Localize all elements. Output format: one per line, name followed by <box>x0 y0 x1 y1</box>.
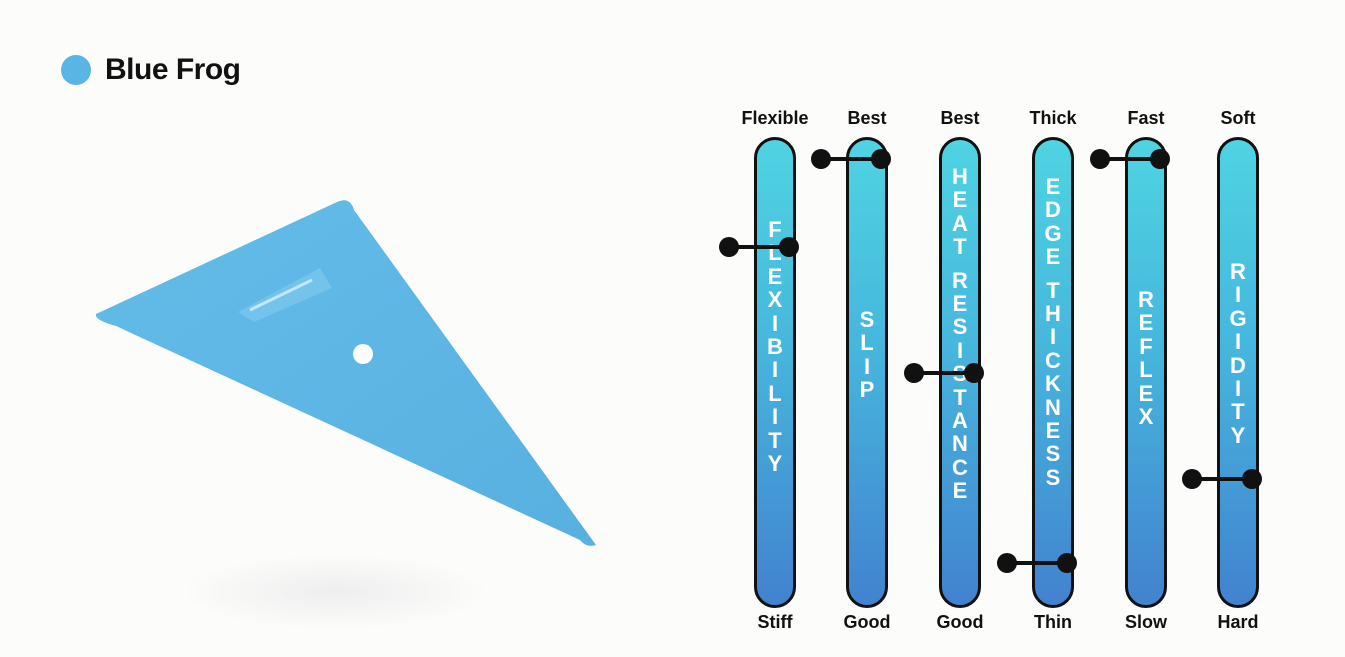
gauge-bottom-label: Stiff <box>757 612 793 632</box>
gauge-level-marker <box>997 553 1077 574</box>
product-title: Blue Frog <box>61 53 241 87</box>
gauge-level-marker <box>904 362 984 383</box>
gauge-level-marker <box>1090 148 1170 169</box>
marker-dot-right <box>1242 469 1262 490</box>
gauge-top-label: Fast <box>1127 108 1165 128</box>
tool-bevel-glint <box>249 278 313 312</box>
gauge-bottom-label: Good <box>936 612 984 632</box>
marker-line <box>729 244 789 249</box>
marker-line <box>1192 477 1252 482</box>
gauge-top-label: Thick <box>1029 108 1077 128</box>
color-dot <box>61 55 91 85</box>
gauge-bottom-label: Hard <box>1217 612 1259 632</box>
marker-dot-right <box>871 148 891 169</box>
gauge-bottom-label: Slow <box>1124 612 1167 632</box>
tool-body <box>95 200 597 546</box>
gauge-bottom-label: Thin <box>1034 612 1072 632</box>
tool-shadow <box>180 554 490 630</box>
marker-line <box>1100 156 1160 161</box>
marker-dot-right <box>1057 553 1077 574</box>
squeegee-tool-image <box>95 200 597 630</box>
marker-dot-left <box>904 362 924 383</box>
marker-dot-left <box>719 236 739 257</box>
marker-dot-left <box>997 553 1017 574</box>
marker-dot-left <box>1090 148 1110 169</box>
marker-dot-right <box>779 236 799 257</box>
gauge-bottom-label: Good <box>843 612 891 632</box>
gauge-level-marker <box>719 236 799 257</box>
marker-dot-left <box>1182 469 1202 490</box>
gauge-top-label: Soft <box>1220 108 1256 128</box>
marker-line <box>1007 561 1067 566</box>
gauge-top-label: Best <box>940 108 980 128</box>
marker-dot-left <box>811 148 831 169</box>
tool-hole <box>353 344 373 364</box>
gauge-top-label: Flexible <box>741 108 809 128</box>
gauge-level-marker <box>811 148 891 169</box>
gauge-top-label: Best <box>847 108 887 128</box>
marker-line <box>914 370 974 375</box>
product-name: Blue Frog <box>105 53 241 86</box>
marker-dot-right <box>1150 148 1170 169</box>
marker-line <box>821 156 881 161</box>
gauge-level-marker <box>1182 469 1262 490</box>
marker-dot-right <box>964 362 984 383</box>
